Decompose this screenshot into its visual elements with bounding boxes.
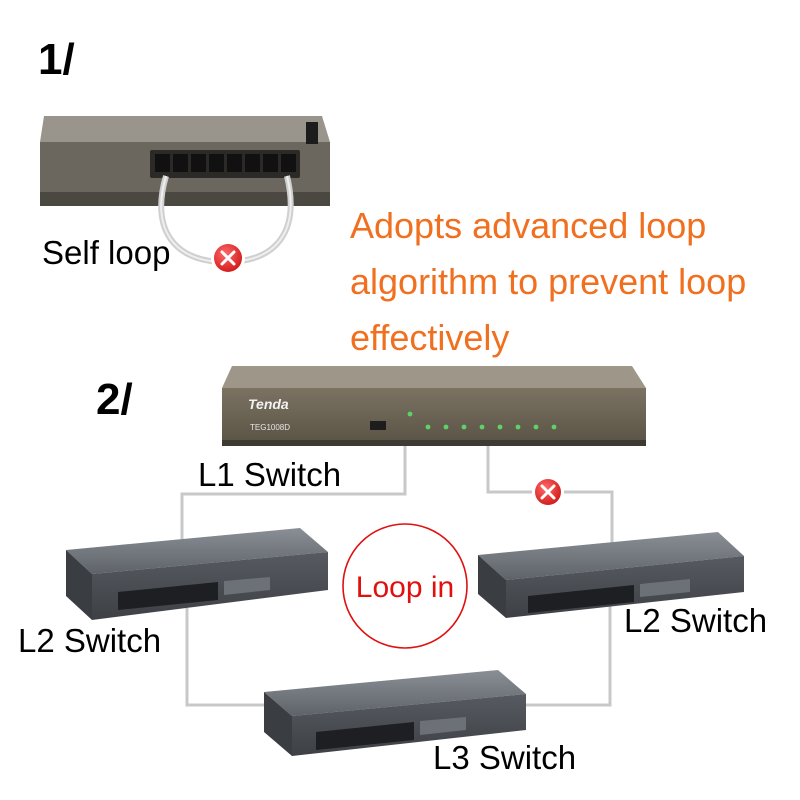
l2-left-port-bank: [118, 582, 218, 610]
switch-top: [40, 116, 330, 142]
status-leds: [407, 411, 557, 430]
l2-switch-left: [66, 528, 328, 620]
cable-l1-to-l2-left: [180, 445, 407, 548]
l1-switch-front: [222, 388, 646, 444]
cable-l2-left-to-l3: [185, 608, 278, 707]
l2-switch-right-label: L2 Switch: [624, 602, 768, 639]
self-loop-label: Self loop: [42, 234, 171, 271]
l3-port-bank: [316, 722, 414, 750]
mode-switch: [370, 421, 386, 430]
l1-switch-top: [222, 366, 646, 388]
l1-switch-label: L1 Switch: [198, 456, 342, 493]
headline-line-1: Adopts advanced loop: [350, 205, 707, 246]
headline-line-2: algorithm to prevent loop: [350, 261, 747, 302]
blocked-link-icon: [532, 476, 564, 508]
l1-model-number: TEG1008D: [250, 423, 290, 432]
loop-in-ring: [342, 523, 468, 649]
l2-switch-left-label: L2 Switch: [18, 622, 162, 659]
l3-switch-label: L3 Switch: [433, 739, 577, 776]
l1-switch: Tenda TEG1008D: [222, 366, 646, 446]
l3-switch: [264, 670, 526, 756]
loop-in-text: Loop in: [356, 571, 454, 604]
l2-right-port-bank: [528, 585, 634, 613]
step-2-number: 2/: [96, 375, 133, 424]
self-loop-switch: [40, 116, 330, 266]
headline-line-3: effectively: [350, 317, 510, 358]
blocked-x-icon: [211, 241, 245, 275]
headline: Adopts advanced loop algorithm to preven…: [350, 198, 790, 366]
l2-switch-right: [478, 532, 744, 618]
power-jack: [306, 122, 318, 144]
tenda-logo: Tenda: [248, 396, 289, 412]
step-1-number: 1/: [38, 35, 75, 84]
cable-l2-right-to-l3: [520, 598, 612, 707]
